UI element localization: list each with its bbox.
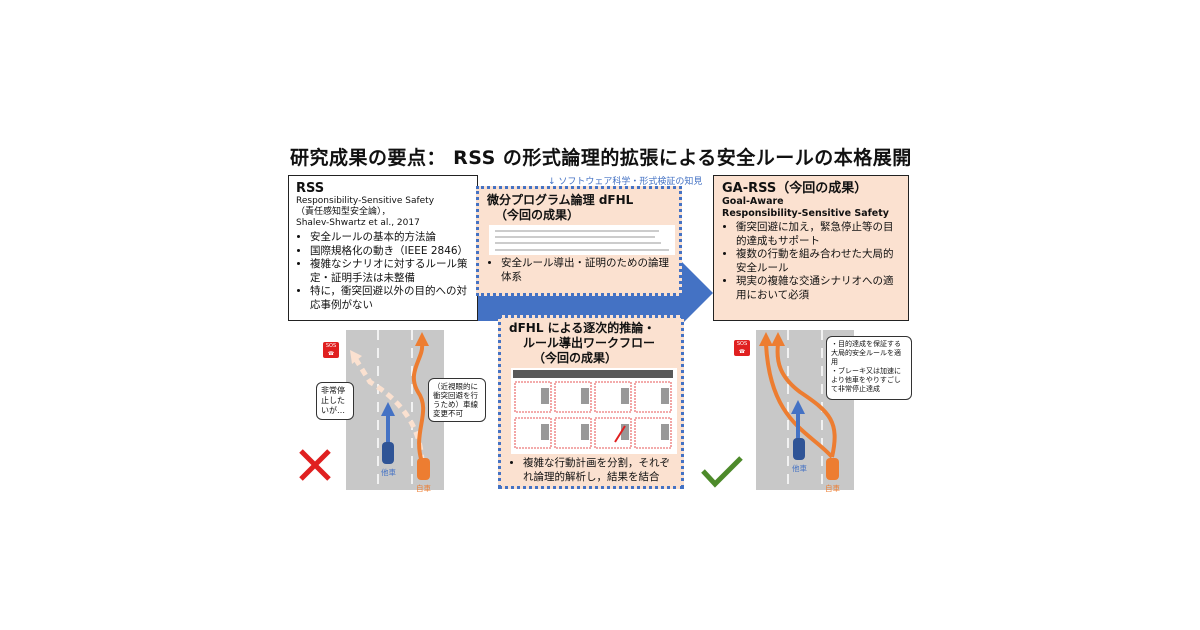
other-car-label-right: 他車 <box>792 464 807 473</box>
callout-goal-item: ・ブレーキ又は加速により他車をやりすごして非常停止達成 <box>831 367 901 393</box>
rss-item: 安全ルールの基本的方法論 <box>310 231 470 245</box>
sos-icon: SOS☎ <box>323 342 339 358</box>
rss-box: RSS Responsibility-Sensitive Safety （責任感… <box>288 175 478 321</box>
check-icon <box>701 456 743 488</box>
dfhl-heading: 微分プログラム論理 dFHL <box>487 193 634 207</box>
sos-icon-right: SOS☎ <box>734 340 750 356</box>
rss-subtitle-1: Responsibility-Sensitive Safety <box>296 196 435 206</box>
dfhl-logic-box: 微分プログラム論理 dFHL （今回の成果） 安全ルール導出・証明のための論理体… <box>476 186 682 296</box>
ga-subtitle-1: Goal-Aware <box>722 196 784 207</box>
page-title: 研究成果の要点： RSS の形式論理的拡張による安全ルールの本格展開 <box>290 147 912 169</box>
other-car-icon-right <box>793 438 805 460</box>
callout-stop: 非常停止したいが… <box>316 382 354 420</box>
other-car-label: 他車 <box>381 468 396 477</box>
dfhl-item: 安全ルール導出・証明のための論理体系 <box>501 257 671 284</box>
own-car-label: 自車 <box>416 484 431 493</box>
ga-item: 現実の複雑な交通シナリオへの適用において必須 <box>736 275 900 302</box>
ga-heading: GA-RSS（今回の成果） <box>722 181 868 196</box>
workflow-heading-2: ルール導出ワークフロー <box>523 336 656 350</box>
ga-subtitle-2: Responsibility-Sensitive Safety <box>722 207 889 219</box>
workflow-list: 複雑な行動計画を分割，それぞれ論理的解析し，結果を結合 <box>509 457 673 484</box>
ga-item: 複数の行動を組み合わせた大局的安全ルール <box>736 248 900 275</box>
dfhl-workflow-box: dFHL による逐次的推論・ ルール導出ワークフロー （今回の成果） 複雑な行動… <box>498 315 684 489</box>
cross-icon <box>299 449 331 481</box>
workflow-figure <box>511 368 677 454</box>
sos-label: SOS <box>325 343 337 349</box>
workflow-item: 複雑な行動計画を分割，それぞれ論理的解析し，結果を結合 <box>523 457 673 484</box>
workflow-heading-3: （今回の成果） <box>533 351 618 365</box>
callout-lane: （近視眼的に衝突回避を行うため）車線変更不可 <box>428 378 486 422</box>
rss-item: 特に，衝突回避以外の目的への対応事例がない <box>310 285 470 312</box>
rss-heading: RSS <box>296 181 325 196</box>
callout-goal-item: ・目的達成を保証する大局的安全ルールを適用 <box>831 340 901 366</box>
formula-image <box>489 225 675 255</box>
knowledge-note: ↓ ソフトウェア科学・形式検証の知見 <box>548 177 703 187</box>
own-car-label-right: 自車 <box>825 484 840 493</box>
ga-list: 衝突回避に加え，緊急停止等の目的達成もサポート 複数の行動を組み合わせた大局的安… <box>722 221 900 302</box>
dfhl-list: 安全ルール導出・証明のための論理体系 <box>487 257 671 284</box>
own-car-icon <box>417 458 430 480</box>
sos-label: SOS <box>736 341 748 347</box>
callout-goal-text: ブレーキ又は加速により他車をやりすごして非常停止達成 <box>831 367 901 393</box>
callout-goal: ・目的達成を保証する大局的安全ルールを適用 ・ブレーキ又は加速により他車をやりす… <box>826 336 912 400</box>
dfhl-heading-2: （今回の成果） <box>495 208 580 222</box>
callout-goal-text: 目的達成を保証する大局的安全ルールを適用 <box>831 340 901 366</box>
other-car-icon <box>382 442 394 464</box>
rss-subtitle-2: （責任感知型安全論）， <box>296 207 391 217</box>
rss-list: 安全ルールの基本的方法論 国際規格化の動き（IEEE 2846） 複雑なシナリオ… <box>296 231 470 312</box>
own-car-icon-right <box>826 458 839 480</box>
ga-item: 衝突回避に加え，緊急停止等の目的達成もサポート <box>736 221 900 248</box>
ga-rss-box: GA-RSS（今回の成果） Goal-Aware Responsibility-… <box>713 175 909 321</box>
workflow-heading: dFHL による逐次的推論・ <box>509 321 656 335</box>
rss-subtitle-3: Shalev-Shwartz et al., 2017 <box>296 218 420 228</box>
rss-item: 複雑なシナリオに対するルール策定・証明手法は未整備 <box>310 258 470 285</box>
rss-item: 国際規格化の動き（IEEE 2846） <box>310 245 470 259</box>
